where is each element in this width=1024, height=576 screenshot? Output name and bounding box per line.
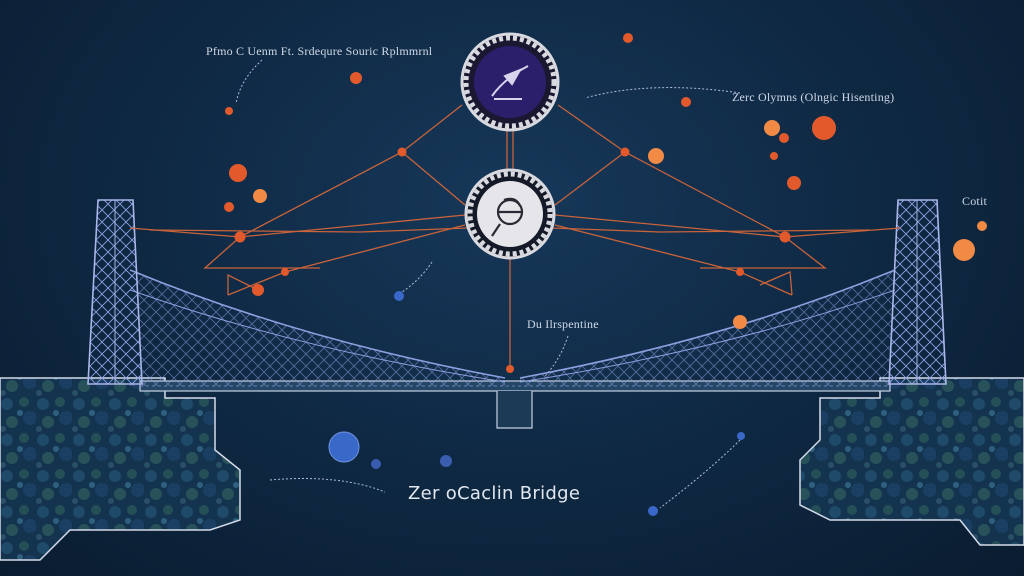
annotation-label-top-right: Zerc Olymns (Olngic Hisenting) bbox=[732, 90, 895, 104]
annotation-label-center: Du Ilrspentine bbox=[527, 317, 599, 331]
right-truss bbox=[519, 269, 896, 386]
top-seal bbox=[460, 32, 560, 132]
quill-seal-icon bbox=[491, 65, 529, 100]
bubble bbox=[252, 284, 264, 296]
bubble bbox=[371, 459, 381, 469]
diagram-title: Zer oCaclin Bridge bbox=[408, 483, 581, 504]
annotation-pointers bbox=[235, 59, 741, 509]
bubble bbox=[787, 176, 801, 190]
left-cliff bbox=[0, 377, 241, 561]
right-tower bbox=[888, 199, 947, 385]
annotation-label-top-left: Pfmo C Uenm Ft. Srdequre Souric Rplmmrnl bbox=[206, 44, 433, 58]
bubble bbox=[648, 506, 658, 516]
bubble bbox=[737, 432, 745, 440]
left-truss bbox=[129, 269, 506, 386]
bubble bbox=[648, 148, 664, 164]
bubble bbox=[733, 315, 747, 329]
bubble bbox=[623, 33, 633, 43]
orange-bubbles bbox=[224, 33, 987, 329]
bubble bbox=[977, 221, 987, 231]
bubble bbox=[253, 189, 267, 203]
bubble bbox=[770, 152, 778, 160]
blue-bubbles bbox=[328, 291, 745, 516]
bubble bbox=[350, 72, 362, 84]
bubble bbox=[681, 97, 691, 107]
annotation-label-right-edge: Cotit bbox=[962, 194, 988, 208]
left-tower bbox=[87, 199, 143, 385]
cable-joints bbox=[234, 147, 791, 373]
bubble bbox=[394, 291, 404, 301]
bubble bbox=[953, 239, 975, 261]
bubble bbox=[225, 107, 233, 115]
bubble bbox=[812, 116, 836, 140]
right-cliff bbox=[799, 377, 1024, 546]
bubble bbox=[229, 164, 247, 182]
bubble bbox=[779, 133, 789, 143]
bubble bbox=[224, 202, 234, 212]
bubble bbox=[328, 431, 360, 463]
chain-link-seal-icon bbox=[491, 197, 524, 237]
bridge-deck bbox=[139, 380, 891, 429]
bubble bbox=[764, 120, 780, 136]
middle-seal bbox=[464, 168, 556, 260]
bubble bbox=[440, 455, 452, 467]
